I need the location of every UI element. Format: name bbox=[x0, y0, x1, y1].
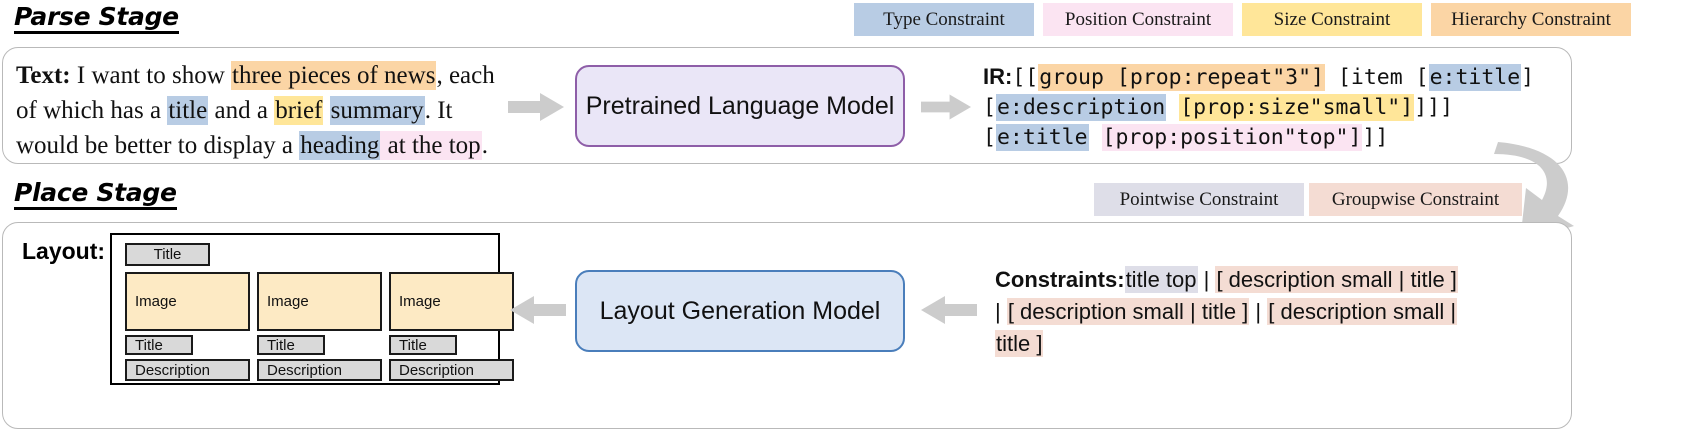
prompt-text-seg-10: at the top bbox=[380, 131, 482, 160]
constraints-line-1-seg-1: [ description small | title ] bbox=[1006, 298, 1250, 325]
ir-label: IR: bbox=[983, 64, 1013, 89]
prompt-text-seg-9: heading bbox=[299, 131, 381, 160]
layout-title-box: Title bbox=[125, 335, 193, 355]
prompt-text-seg-7: summary bbox=[329, 96, 425, 125]
prompt-text-seg-2: , each of which has a bbox=[16, 62, 495, 124]
layout-description-box: Description bbox=[257, 359, 382, 381]
layout-description-box: Description bbox=[389, 359, 514, 381]
layout-title-box: Title bbox=[389, 335, 457, 355]
legend-chip-position-constraint: Position Constraint bbox=[1043, 3, 1233, 36]
legend-label: Pointwise Constraint bbox=[1119, 188, 1279, 210]
layout-image-box: Image bbox=[257, 272, 382, 331]
legend-label: Position Constraint bbox=[1064, 8, 1212, 30]
pretrained-language-model-box: Pretrained Language Model bbox=[575, 65, 905, 147]
arrow-plm-to-ir bbox=[921, 94, 971, 120]
ir-line-0: IR:[[group [prop:repeat"3"] [item [e:tit… bbox=[983, 62, 1534, 93]
layout-generation-model-box: Layout Generation Model bbox=[575, 270, 905, 352]
constraints-line-0-seg-1: | bbox=[1197, 267, 1216, 292]
place-legend: Pointwise Constraint Groupwise Constrain… bbox=[1094, 183, 1522, 216]
legend-chip-type-constraint: Type Constraint bbox=[854, 3, 1034, 36]
layout-image-label: Image bbox=[399, 293, 441, 310]
ir-line-1-seg-1: e:description bbox=[995, 94, 1167, 121]
ir-line-0-seg-1: group [prop:repeat"3"] bbox=[1038, 64, 1325, 91]
layout-description-label: Description bbox=[267, 361, 343, 379]
constraints-line-1-seg-0: | bbox=[995, 299, 1007, 324]
prompt-text-label: Text: bbox=[16, 62, 71, 89]
constraints-line-2-seg-0: title ] bbox=[995, 330, 1044, 357]
ir-line-1-seg-3: [prop:size"small"] bbox=[1179, 94, 1415, 121]
arrow-constraints-to-lgm bbox=[921, 296, 977, 324]
ir-line-1-seg-2 bbox=[1166, 95, 1179, 120]
ir-line-2-seg-2 bbox=[1089, 125, 1102, 150]
layout-image-label: Image bbox=[135, 293, 177, 310]
pretrained-language-model-label: Pretrained Language Model bbox=[585, 91, 895, 120]
layout-title-box: Title bbox=[257, 335, 325, 355]
constraints-line-1: | [ description small | title ] | [ desc… bbox=[995, 296, 1458, 328]
prompt-text-seg-1: three pieces of news bbox=[231, 61, 437, 90]
ir-line-2: [e:title [prop:position"top"]]] bbox=[983, 123, 1534, 153]
constraints-line-1-seg-3: [ description small | bbox=[1267, 298, 1458, 325]
prompt-text-seg-3: title bbox=[167, 96, 209, 125]
prompt-text-seg-8: . It would be better to display a bbox=[16, 97, 453, 159]
prompt-text-body: I want to show three pieces of news, eac… bbox=[16, 61, 495, 160]
legend-chip-groupwise-constraint: Groupwise Constraint bbox=[1309, 183, 1522, 216]
layout-image-box: Image bbox=[125, 272, 250, 331]
legend-label: Hierarchy Constraint bbox=[1451, 8, 1611, 30]
place-stage-title-wrap: Place Stage bbox=[14, 179, 177, 211]
ir-line-1-seg-4: ]]] bbox=[1414, 95, 1454, 120]
constraints-line-0-seg-2: [ description small | title ] bbox=[1215, 266, 1458, 293]
parse-prompt-text: Text: I want to show three pieces of new… bbox=[16, 58, 496, 163]
layout-image-box: Image bbox=[389, 272, 514, 331]
constraints-line-1-seg-2: | bbox=[1249, 299, 1268, 324]
parse-legend: Type Constraint Position Constraint Size… bbox=[854, 3, 1631, 36]
constraints-label: Constraints: bbox=[995, 267, 1125, 292]
legend-label: Type Constraint bbox=[883, 8, 1005, 30]
stage-transition-arrow bbox=[1494, 142, 1574, 242]
ir-line-0-seg-0: [[ bbox=[1012, 65, 1039, 90]
layout-title-label: Title bbox=[135, 336, 163, 354]
parse-stage-title-wrap: Parse Stage bbox=[14, 3, 179, 35]
constraints-line-0: Constraints:title top | [ description sm… bbox=[995, 264, 1458, 296]
place-stage-title: Place Stage bbox=[14, 179, 177, 211]
ir-line-2-seg-1: e:title bbox=[995, 124, 1089, 151]
ir-block: IR:[[group [prop:repeat"3"] [item [e:tit… bbox=[983, 62, 1534, 153]
legend-label: Size Constraint bbox=[1273, 8, 1391, 30]
layout-header-title-box: Title bbox=[125, 243, 210, 266]
layout-label: Layout: bbox=[22, 238, 106, 264]
ir-line-2-seg-4: ]] bbox=[1362, 125, 1389, 150]
prompt-text-seg-6 bbox=[323, 97, 329, 124]
layout-generation-model-label: Layout Generation Model bbox=[599, 296, 881, 325]
legend-chip-pointwise-constraint: Pointwise Constraint bbox=[1094, 183, 1304, 216]
layout-description-label: Description bbox=[135, 361, 211, 379]
ir-line-0-seg-4: ] bbox=[1521, 65, 1535, 90]
layout-title-label: Title bbox=[399, 336, 427, 354]
layout-title-label: Title bbox=[267, 336, 295, 354]
prompt-text-seg-11: . bbox=[481, 132, 488, 159]
layout-description-box: Description bbox=[125, 359, 250, 381]
parse-stage-title: Parse Stage bbox=[14, 3, 179, 35]
ir-line-1: [e:description [prop:size"small"]]]] bbox=[983, 93, 1534, 123]
layout-description-label: Description bbox=[399, 361, 475, 379]
layout-image-label: Image bbox=[267, 293, 309, 310]
ir-line-0-seg-2: [item [ bbox=[1325, 65, 1429, 90]
legend-label: Groupwise Constraint bbox=[1331, 188, 1500, 210]
ir-line-2-seg-3: [prop:position"top"] bbox=[1101, 124, 1363, 151]
constraints-line-2: title ] bbox=[995, 328, 1458, 360]
layout-mock-canvas: Title Image Title Description Image Titl… bbox=[110, 233, 514, 385]
prompt-text-seg-4: and a bbox=[208, 97, 275, 124]
legend-chip-size-constraint: Size Constraint bbox=[1242, 3, 1422, 36]
ir-line-0-seg-3: e:title bbox=[1428, 64, 1522, 91]
prompt-text-seg-0: I want to show bbox=[70, 62, 232, 89]
constraints-line-0-seg-0: title top bbox=[1124, 266, 1198, 293]
arrow-lgm-to-layout bbox=[510, 296, 566, 324]
prompt-text-seg-5: brief bbox=[274, 96, 324, 125]
ir-line-1-seg-0: [ bbox=[983, 95, 996, 120]
layout-header-title-label: Title bbox=[153, 246, 182, 263]
legend-chip-hierarchy-constraint: Hierarchy Constraint bbox=[1431, 3, 1631, 36]
constraints-block: Constraints:title top | [ description sm… bbox=[995, 264, 1458, 360]
ir-line-2-seg-0: [ bbox=[983, 125, 996, 150]
arrow-text-to-plm bbox=[508, 93, 564, 121]
